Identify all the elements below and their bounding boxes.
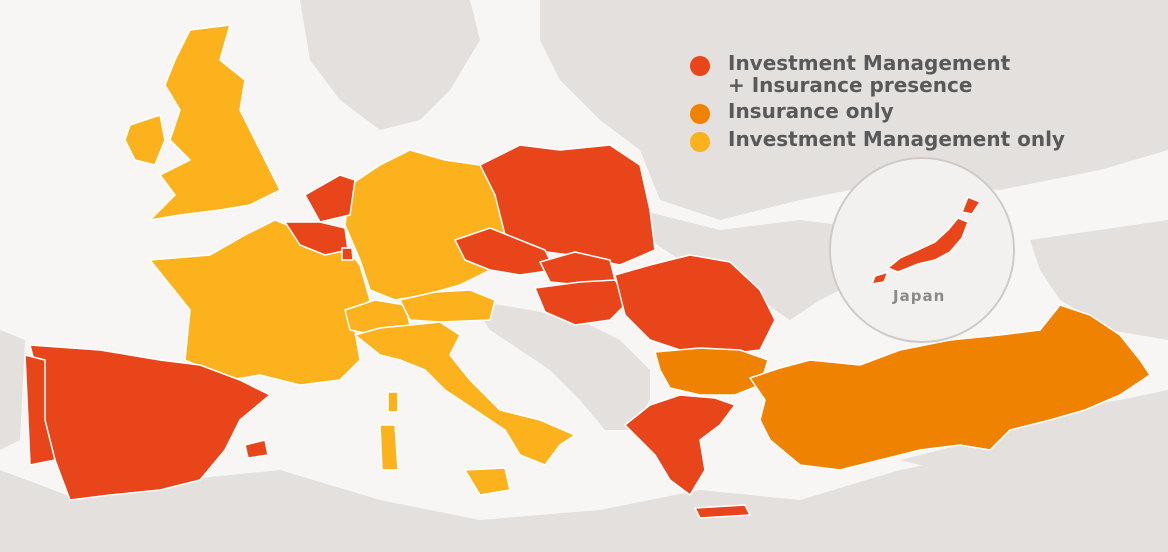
legend-label-insurance-only: Insurance only [728,100,894,122]
region-bulgaria[interactable] [654,347,769,396]
region-austria[interactable] [399,289,496,323]
legend-dot-investment-only [690,132,710,152]
legend-item-investment-insurance: Investment Management + Insurance presen… [690,52,1065,96]
region-france[interactable] [149,219,371,386]
region-sicily[interactable] [464,467,511,496]
legend-item-insurance-only: Insurance only [690,100,1065,124]
legend-label-investment-only: Investment Management only [728,128,1065,150]
legend-label-investment-insurance: Investment Management + Insurance presen… [728,52,1010,96]
legend-label-line: + Insurance presence [728,73,973,97]
region-crete[interactable] [694,504,751,519]
region-italy[interactable] [354,321,576,466]
region-turkey[interactable] [749,304,1151,471]
region-netherlands[interactable] [304,174,356,223]
region-greece[interactable] [624,394,736,496]
region-corsica[interactable] [387,391,399,413]
map-legend: Investment Management + Insurance presen… [690,52,1065,156]
legend-label-line: Insurance only [728,99,894,123]
land-middle-east [900,390,1168,480]
region-luxembourg[interactable] [341,247,354,261]
regions [24,24,1151,519]
land-north-africa [0,450,1168,552]
region-sardinia[interactable] [379,424,399,471]
region-hungary[interactable] [534,279,631,326]
region-portugal[interactable] [24,354,56,466]
region-romania[interactable] [614,254,776,356]
land-scandinavia [300,0,480,130]
legend-item-investment-only: Investment Management only [690,128,1065,152]
legend-label-line: Investment Management [728,51,1011,75]
japan-inset [829,157,1015,343]
land-iberia-west [0,330,25,450]
japan-inset-label: Japan [893,287,946,305]
land-baltic-russia [540,0,1168,220]
region-united-kingdom[interactable] [149,24,281,221]
legend-dot-investment-insurance [690,56,710,76]
region-japan[interactable] [871,196,981,285]
legend-label-line: Investment Management only [728,127,1065,151]
region-balearics[interactable] [244,439,269,459]
land-caucasus [1030,220,1168,340]
legend-dot-insurance-only [690,104,710,124]
region-ireland[interactable] [124,114,166,166]
land-balkans [470,300,650,430]
